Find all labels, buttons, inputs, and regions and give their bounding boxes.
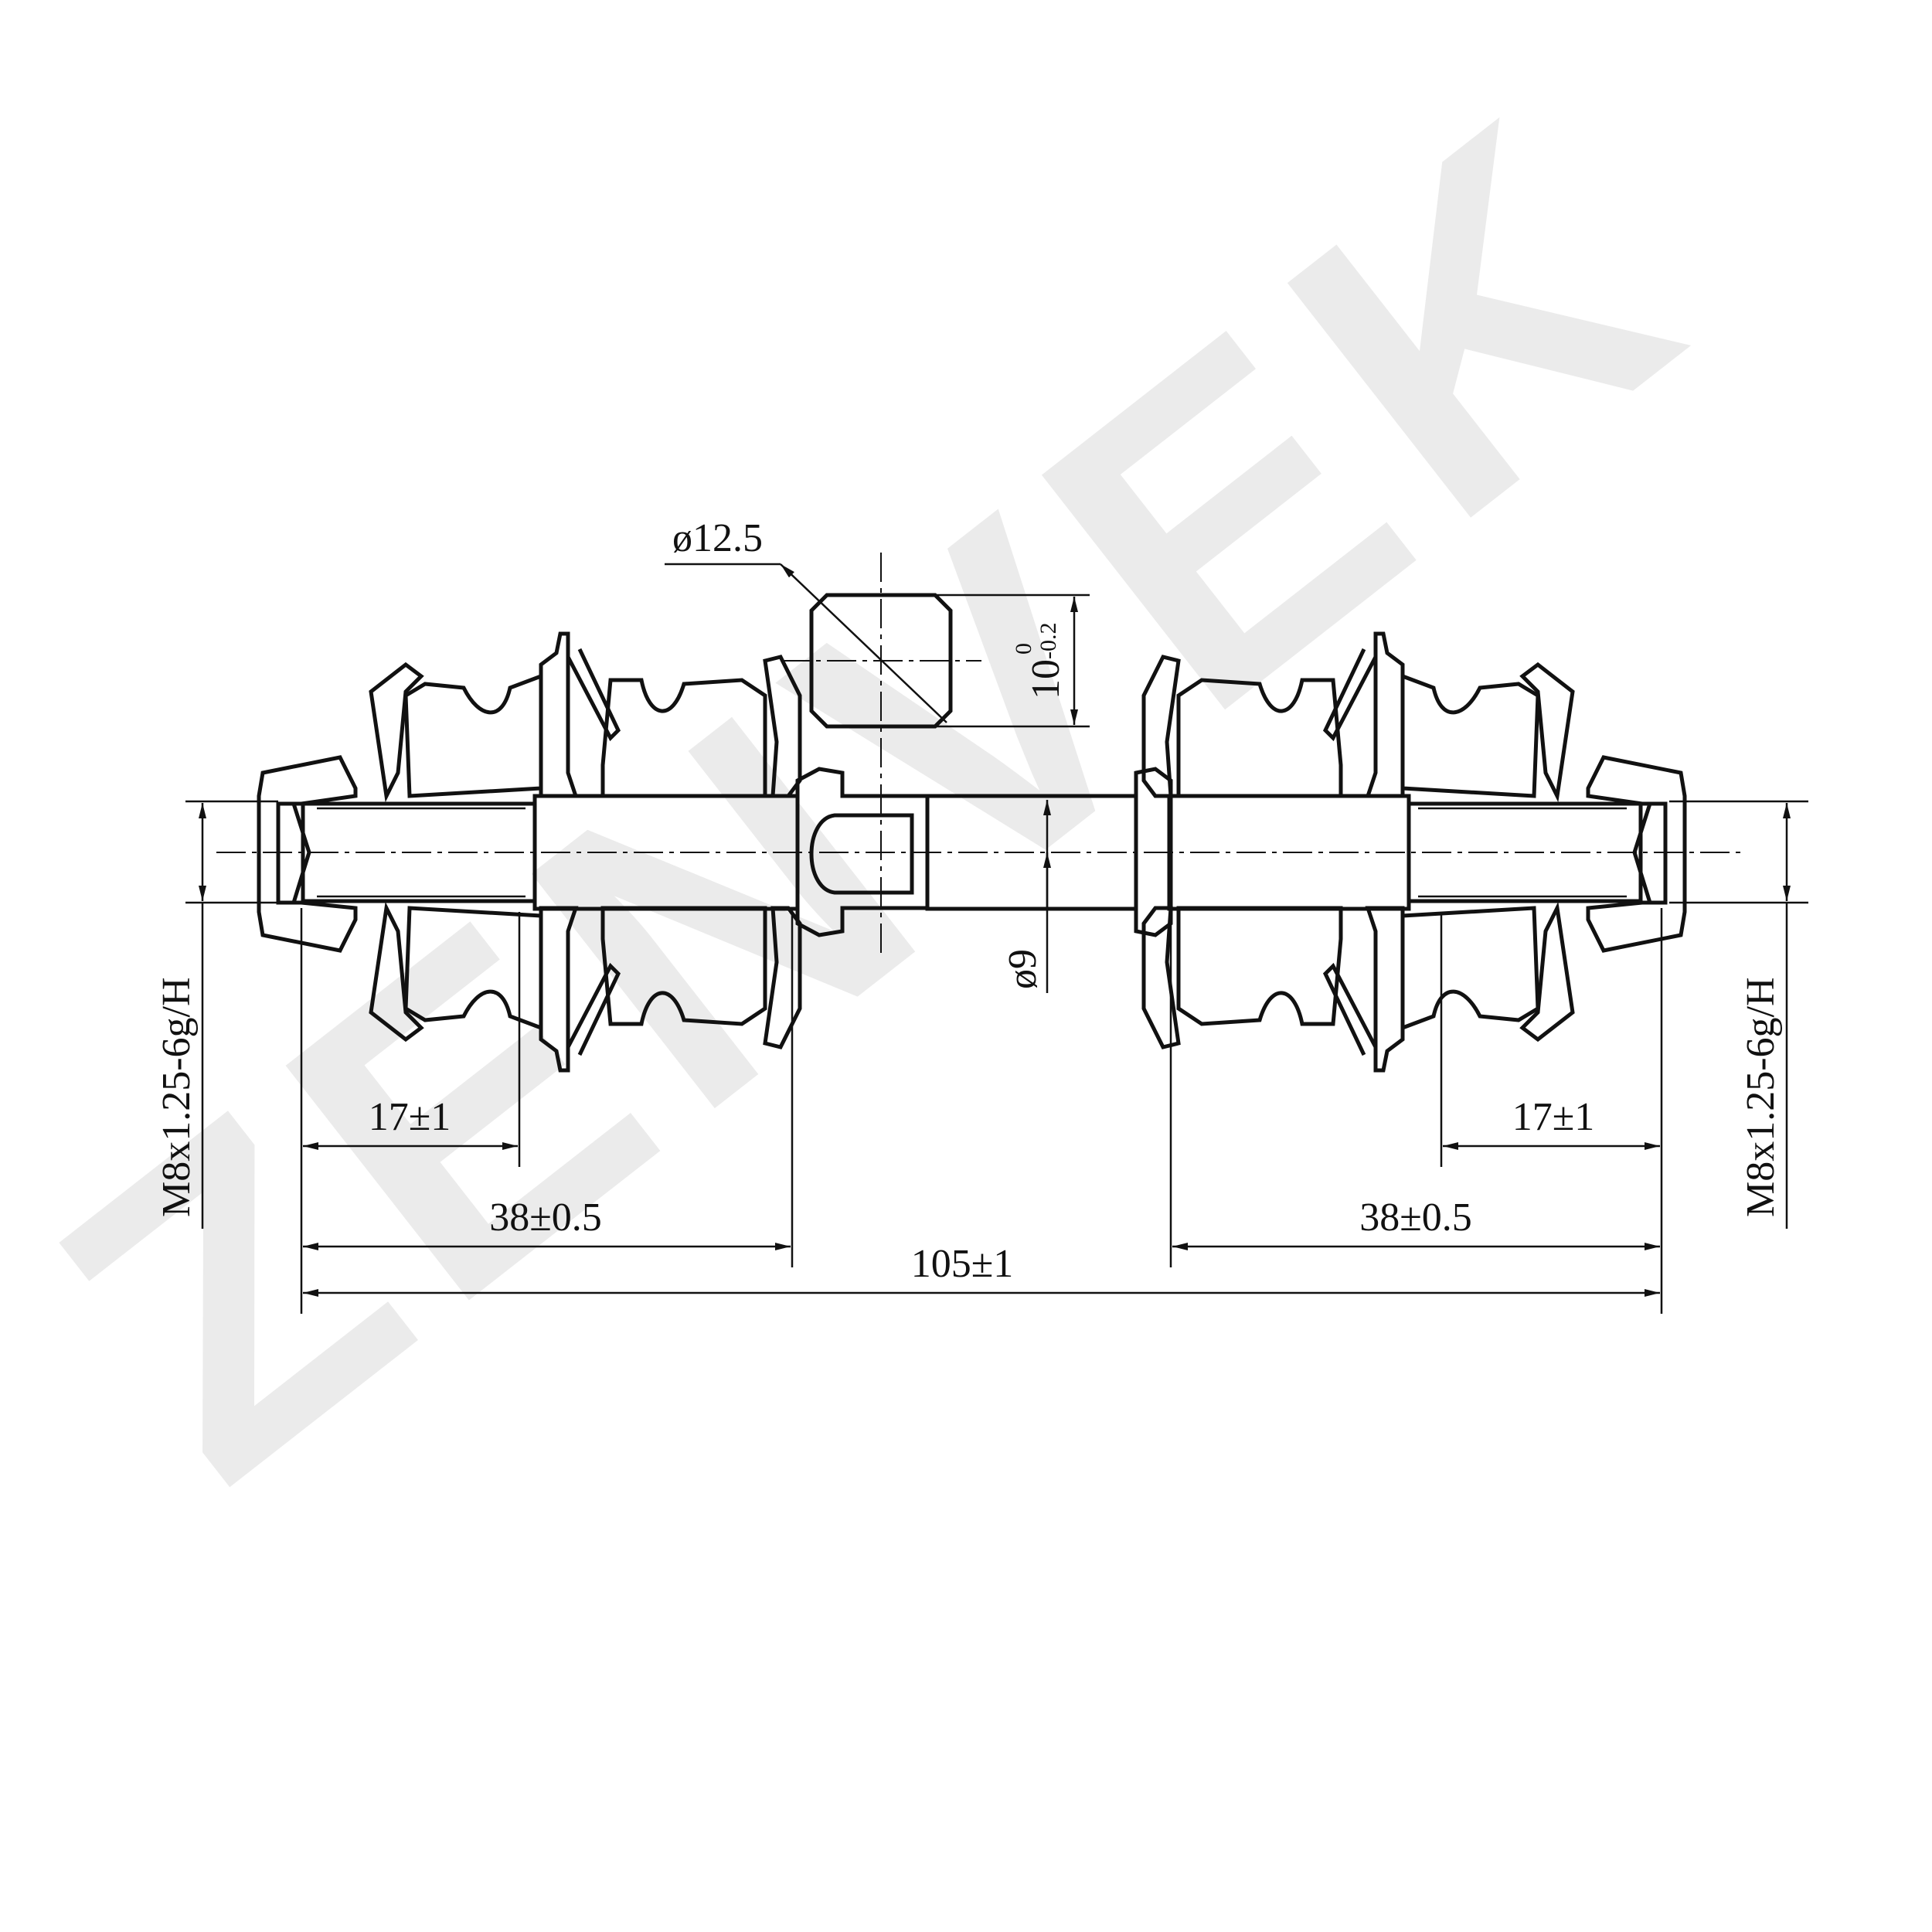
shaft-diameter-label: ø9 xyxy=(1001,949,1045,989)
left-rubber-b-top xyxy=(600,678,767,798)
shaft-diameter-label-group: ø9 xyxy=(1001,949,1045,989)
left-inner-washer-bottom xyxy=(763,906,802,1049)
flat-width-upper-tol: 0 xyxy=(1011,643,1036,655)
left-bush-length-label: 38±0.5 xyxy=(489,1196,602,1240)
flat-width-main: 10 xyxy=(1024,659,1068,699)
left-rubber-b-bottom xyxy=(600,906,767,1026)
left-thread-length-label: 17±1 xyxy=(369,1095,451,1139)
left-cup-washer xyxy=(539,631,579,798)
ball-diameter-label: ø12.5 xyxy=(672,516,763,560)
left-cup-washer-bottom xyxy=(539,906,579,1073)
left-thread-label-group: M8x1.25-6g/H xyxy=(155,977,199,1217)
left-bush-assembly xyxy=(257,631,802,1073)
left-cone-top xyxy=(566,648,621,742)
right-thread-label: M8x1.25-6g/H xyxy=(1739,977,1783,1217)
dimensions: ø12.5 10 0 -0.2 ø9 M8x1.25-6g/H M8x1.25- xyxy=(155,516,1808,1314)
right-thread-label-group: M8x1.25-6g/H xyxy=(1739,977,1783,1217)
left-rubber-a-top xyxy=(403,673,543,798)
left-outer-washer xyxy=(369,662,424,803)
left-thread-label: M8x1.25-6g/H xyxy=(155,977,199,1217)
flat-width-lower-tol: -0.2 xyxy=(1036,623,1061,660)
left-cone-bottom xyxy=(566,962,621,1056)
right-thread-length-label: 17±1 xyxy=(1512,1095,1595,1139)
right-bush-length-label: 38±0.5 xyxy=(1359,1196,1472,1240)
right-bush-assembly xyxy=(1141,631,1687,1073)
ball-joint-dome xyxy=(809,813,914,895)
left-rubber-a-bottom xyxy=(403,906,543,1031)
left-inner-washer xyxy=(763,655,802,798)
left-outer-washer-bottom xyxy=(369,901,424,1043)
flat-width-label: 10 0 -0.2 xyxy=(1011,623,1068,700)
ball-dia-leader xyxy=(780,563,947,723)
overall-length-label: 105±1 xyxy=(911,1242,1014,1286)
